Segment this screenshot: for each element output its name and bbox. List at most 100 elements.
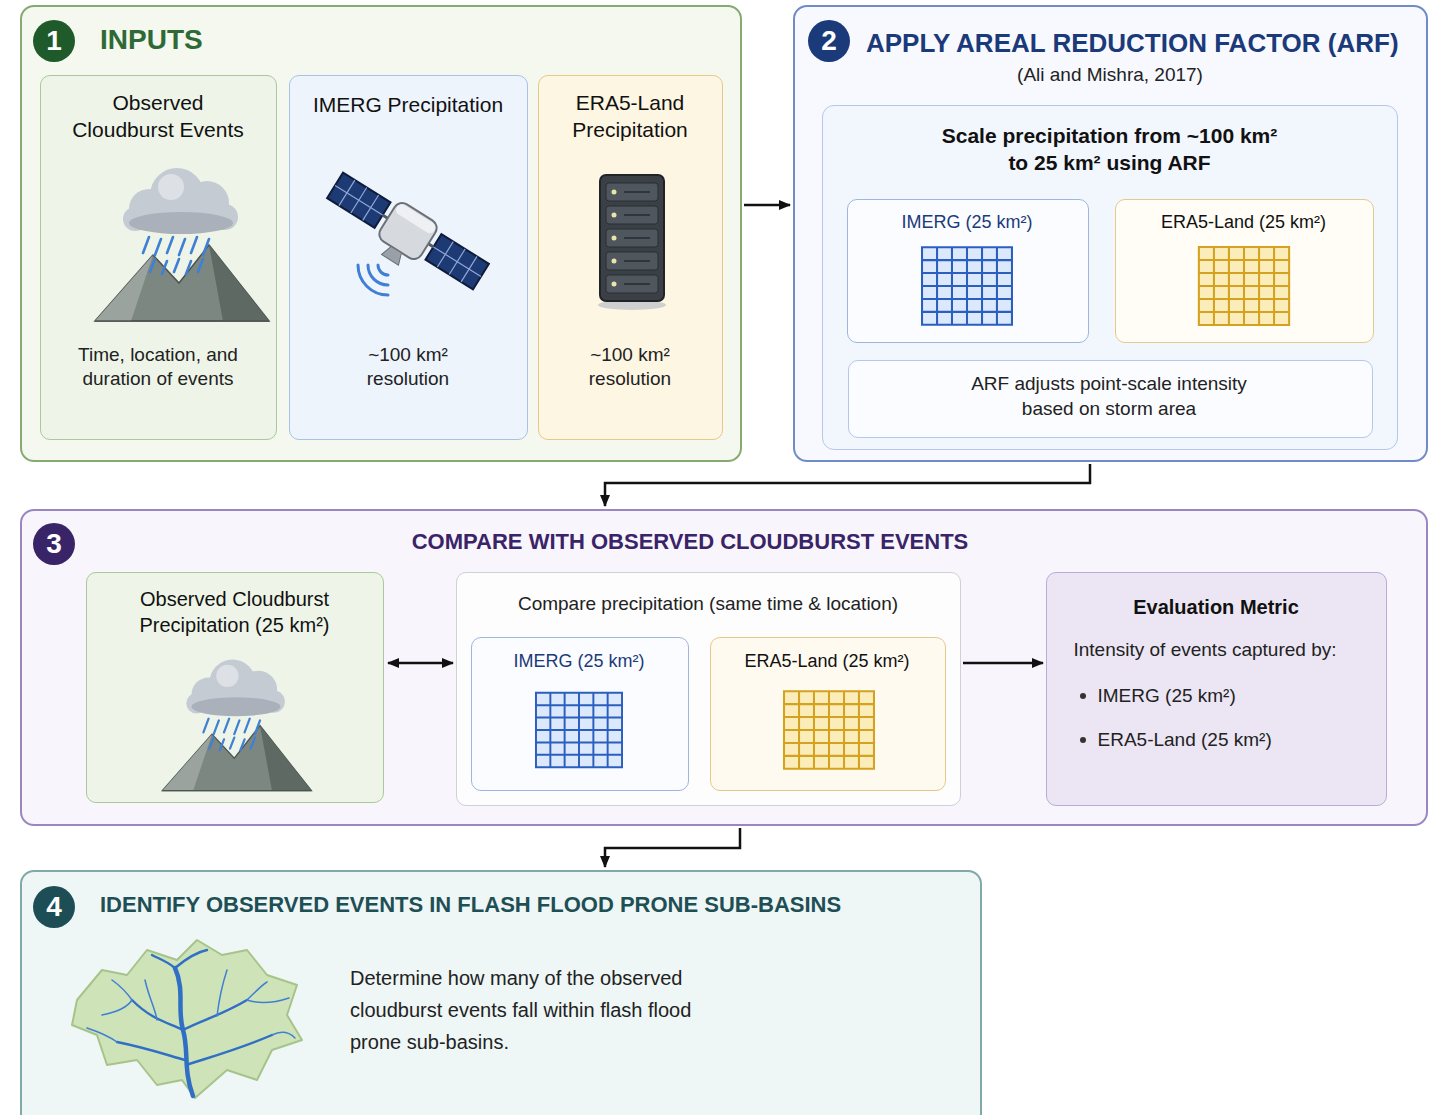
drawing-part (394, 202, 437, 235)
node-text: IMERG (25 km²) (856, 211, 1078, 234)
dataset-box: ERA5-Land (25 km²) (710, 637, 946, 791)
text-slot: IMERG (25 km²) (480, 650, 678, 673)
drawing-part (624, 192, 650, 284)
text-slot: IMERG (25 km²) (856, 211, 1078, 234)
process-box: IMERG (25 km²) ERA5-Land (25 km²) ARF ad… (822, 105, 1398, 450)
dataset-box: ERA5-Land (25 km²) (1115, 199, 1374, 343)
node-text: 4 (33, 886, 75, 928)
drawing-part (612, 236, 617, 241)
step-panel: 1Observed Cloudburst EventsTime, locatio… (20, 5, 742, 462)
step-panel: 4 IDENTIFY OBSERVED EVENTS IN FLASH FLOOD… (20, 870, 982, 1115)
drawing-part (612, 259, 617, 264)
drawing-part (600, 175, 664, 301)
text-slot: APPLY AREAL REDUCTION FACTOR (ARF) (866, 27, 1422, 61)
text-slot: ERA5-Land (25 km²) (1098, 728, 1368, 753)
note-box: ARF adjusts point-scale intensity based … (848, 360, 1373, 438)
drawing-part (95, 245, 269, 321)
text-slot: IMERG Precipitation (295, 91, 522, 118)
metric-box: Evaluation MetricIntensity of events cap… (1046, 572, 1387, 806)
text-slot: Scale precipitation from ~100 km² to 25 … (936, 122, 1284, 177)
node-text: Observed Cloudburst Precipitation (25 km… (96, 586, 374, 638)
drawing-part (327, 173, 390, 228)
text-slot: ~100 km² resolution (330, 343, 487, 392)
drawing-part (72, 940, 302, 1098)
cloudburst-illustration (91, 151, 271, 326)
dataset-box: IMERG (25 km²) (471, 637, 689, 791)
node-text: ERA5-Land Precipitation (545, 89, 716, 144)
text-slot: ERA5-Land (25 km²) (719, 650, 935, 673)
text-slot: ERA5-Land (25 km²) (1124, 211, 1363, 234)
drawing-part (784, 691, 874, 769)
text-slot: ERA5-Land Precipitation (545, 89, 716, 144)
text-slot: ARF adjusts point-scale intensity based … (959, 372, 1259, 421)
drawing-part (327, 173, 390, 228)
node-text: Scale precipitation from ~100 km² to 25 … (936, 122, 1284, 177)
node-text: 3 (33, 523, 75, 565)
step-badge: 2 (808, 20, 850, 62)
node-text: ~100 km² resolution (330, 343, 487, 392)
text-slot: INPUTS (100, 22, 500, 58)
observation-box: Observed Cloudburst Precipitation (25 km… (86, 572, 384, 803)
node-text: Time, location, and duration of events (50, 343, 267, 392)
node-text: APPLY AREAL REDUCTION FACTOR (ARF) (866, 27, 1422, 61)
drawing-part (922, 247, 1012, 325)
drawing-part (922, 247, 1012, 325)
text-slot: Observed Cloudburst Events (66, 89, 251, 144)
server-illustration (592, 171, 672, 311)
drawing-part (425, 234, 488, 289)
node-text: ARF adjusts point-scale intensity based … (959, 372, 1259, 421)
drawing-part (209, 245, 269, 321)
node-text: IMERG (25 km²) (480, 650, 678, 673)
input-box: Observed Cloudburst EventsTime, location… (40, 75, 277, 440)
step-badge: 4 (33, 886, 75, 928)
node-text: ~100 km² resolution (555, 343, 706, 392)
grid-icon (535, 690, 623, 770)
drawing-part (143, 237, 209, 274)
text-slot: 3 (33, 523, 75, 565)
drawing-part (162, 726, 311, 791)
drawing-part (191, 697, 280, 716)
drawing-part (612, 213, 617, 218)
text-slot: 1 (33, 20, 75, 62)
text-slot: 2 (808, 20, 850, 62)
text-slot: Intensity of events captured by: (1074, 638, 1374, 663)
step-panel: 3Observed Cloudburst Precipitation (25 k… (20, 509, 1428, 826)
node-text: ERA5-Land (25 km²) (719, 650, 935, 673)
text-slot: 4 (33, 886, 75, 928)
node-text: Intensity of events captured by: (1074, 638, 1374, 663)
drawing-part (535, 692, 621, 766)
text-slot: IMERG (25 km²) (1098, 684, 1368, 709)
text-slot: Determine how many of the observed cloud… (350, 962, 720, 1058)
drawing-part (612, 282, 617, 287)
step-badge: 1 (33, 20, 75, 62)
node-text: Compare precipitation (same time & locat… (466, 592, 951, 617)
drawing-part (358, 265, 388, 295)
flow-arrow (388, 662, 453, 665)
drawing-part (203, 719, 260, 751)
text-slot: Evaluation Metric (1060, 594, 1373, 620)
drawing-part (382, 244, 405, 265)
node-text: COMPARE WITH OBSERVED CLOUDBURST EVENTS (380, 528, 1000, 557)
text-slot: Time, location, and duration of events (50, 343, 267, 392)
node-text: 2 (808, 20, 850, 62)
node-text: Observed Cloudburst Events (66, 89, 251, 144)
drawing-part (216, 665, 238, 687)
drawing-part (784, 691, 874, 769)
flow-arrow (605, 464, 1090, 506)
node-text: (Ali and Mishra, 2017) (810, 63, 1410, 88)
node-text: ERA5-Land (25 km²) (1124, 211, 1363, 234)
text-slot: IDENTIFY OBSERVED EVENTS IN FLASH FLOOD … (100, 891, 970, 920)
drawing-part (535, 692, 621, 766)
node-text: IDENTIFY OBSERVED EVENTS IN FLASH FLOOD … (100, 891, 970, 920)
drawing-part (320, 167, 493, 306)
drawing-part (175, 968, 193, 1096)
node-text: ERA5-Land (25 km²) (1098, 728, 1368, 753)
node-text: 1 (33, 20, 75, 62)
drawing-part (162, 734, 212, 791)
node-text: Determine how many of the observed cloud… (350, 962, 720, 1058)
drawing-part (158, 174, 184, 200)
drawing-part (260, 726, 311, 791)
text-slot: Observed Cloudburst Precipitation (25 km… (96, 586, 374, 638)
flow-arrow (605, 828, 740, 867)
